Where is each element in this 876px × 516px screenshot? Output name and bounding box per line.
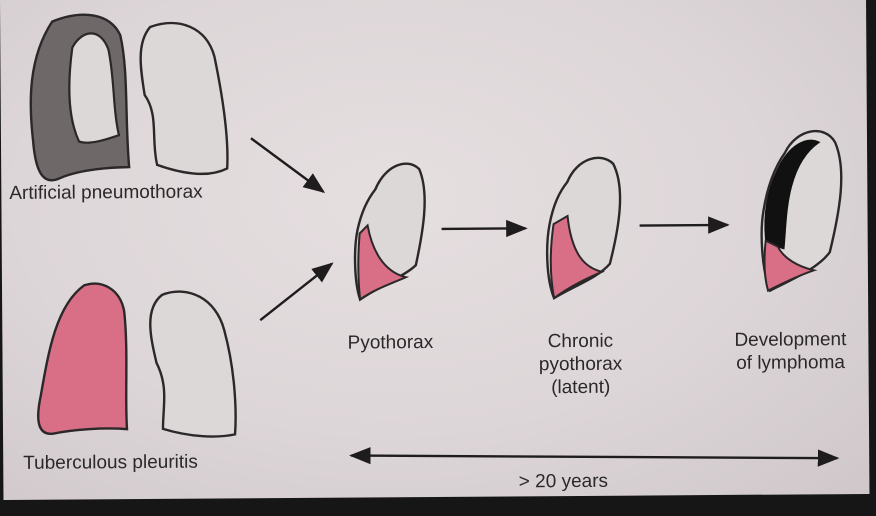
tuberculous-pleuritis-lungs — [37, 283, 235, 438]
chronic-pyothorax-lung — [546, 158, 620, 299]
label-development-of-lymphoma: Development of lymphoma — [734, 328, 846, 375]
label-tuberculous-pleuritis: Tuberculous pleuritis — [23, 451, 198, 475]
label-chronic-pyothorax: Chronic pyothorax (latent) — [539, 330, 623, 400]
pyothorax-lung — [354, 164, 425, 300]
label-development-line1: Development — [734, 328, 846, 352]
tp-right-lung — [150, 291, 236, 437]
ap-right-lung — [140, 23, 227, 175]
label-artificial-pneumothorax: Artificial pneumothorax — [9, 181, 202, 205]
label-chronic-line1: Chronic — [539, 330, 623, 354]
diagram-canvas — [0, 0, 869, 500]
arrow-pyothorax-to-chronic — [442, 228, 526, 229]
label-chronic-line2: pyothorax — [539, 353, 623, 377]
label-development-line2: of lymphoma — [734, 351, 846, 375]
page-sheet: Artificial pneumothorax Tuberculous pleu… — [0, 0, 869, 500]
arrow-tp-to-pyothorax — [260, 264, 332, 321]
timeline-double-arrow — [351, 452, 837, 461]
lymphoma-lung — [761, 131, 842, 291]
label-duration: > 20 years — [519, 470, 608, 494]
artificial-pneumothorax-lungs — [30, 14, 228, 181]
label-chronic-line3: (latent) — [539, 376, 623, 400]
label-pyothorax: Pyothorax — [348, 331, 434, 355]
arrow-chronic-to-lymphoma — [640, 225, 728, 226]
tp-left-lung — [37, 283, 127, 433]
arrow-ap-to-pyothorax — [251, 138, 323, 193]
